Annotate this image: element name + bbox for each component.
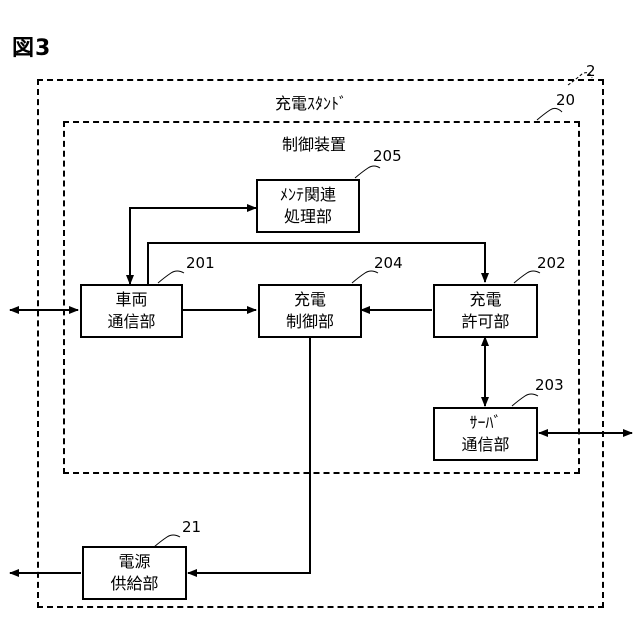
vehicle-communication-block: 車両 通信部 <box>80 284 183 338</box>
maintenance-processing-block: ﾒﾝﾃ関連 処理部 <box>256 179 360 233</box>
charge-control-line2: 制御部 <box>286 311 334 333</box>
vehicle-communication-line1: 車両 <box>115 289 147 311</box>
charge-control-block: 充電 制御部 <box>258 284 362 338</box>
charge-permission-block: 充電 許可部 <box>433 284 538 338</box>
power-supply-block: 電源 供給部 <box>82 546 187 600</box>
server-communication-ref: 203 <box>535 376 564 394</box>
chargectrl-power-link <box>188 337 310 573</box>
ref-201-leader <box>158 271 184 283</box>
maintenance-processing-line1: ﾒﾝﾃ関連 <box>280 184 336 206</box>
ref-204-leader <box>352 271 378 283</box>
maintenance-processing-ref: 205 <box>373 147 402 165</box>
power-supply-line2: 供給部 <box>110 573 158 595</box>
ref-203-leader <box>512 394 538 406</box>
charge-control-ref: 204 <box>374 254 403 272</box>
power-supply-line1: 電源 <box>118 551 150 573</box>
vehicle-communication-ref: 201 <box>186 254 215 272</box>
vehicle-communication-line2: 通信部 <box>107 311 155 333</box>
charge-permission-line1: 充電 <box>469 289 501 311</box>
charge-control-line1: 充電 <box>294 289 326 311</box>
server-communication-line2: 通信部 <box>461 434 509 456</box>
ref-205-leader <box>355 166 380 178</box>
charge-permission-ref: 202 <box>537 254 566 272</box>
charge-permission-line2: 許可部 <box>461 311 509 333</box>
ref-2-leader <box>568 73 592 85</box>
server-communication-block: ｻｰﾊﾞ 通信部 <box>433 407 538 461</box>
power-supply-ref: 21 <box>182 518 201 536</box>
ref-20-leader <box>537 108 562 120</box>
ref-202-leader <box>514 271 540 283</box>
maintenance-processing-line2: 処理部 <box>284 206 332 228</box>
server-communication-line1: ｻｰﾊﾞ <box>469 412 501 434</box>
